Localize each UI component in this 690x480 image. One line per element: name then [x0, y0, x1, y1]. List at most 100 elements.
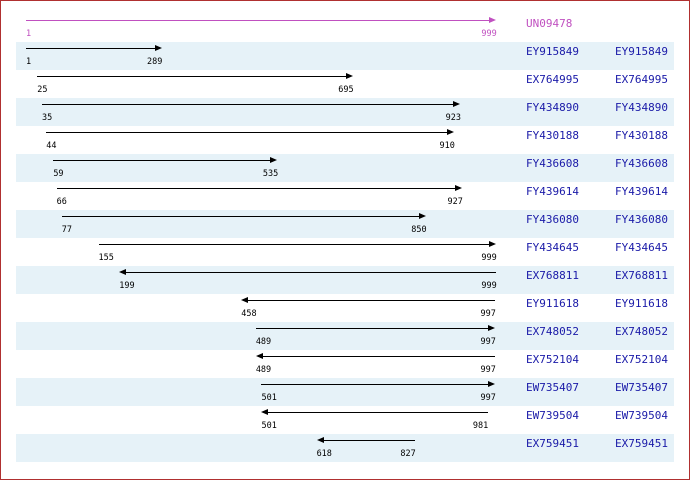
accession-label[interactable]: EW739504 — [526, 409, 579, 422]
end-position: 999 — [481, 281, 497, 291]
accession-label[interactable]: FY434645 — [526, 241, 579, 254]
end-position: 910 — [439, 141, 455, 151]
accession-label[interactable]: EX748052 — [526, 325, 579, 338]
accession-link[interactable]: EY911618 — [615, 297, 668, 310]
arrow-left-icon — [119, 269, 127, 275]
accession-label[interactable]: EX752104 — [526, 353, 579, 366]
start-position: 199 — [119, 281, 135, 291]
alignment-bar — [98, 244, 490, 245]
alignment-row: 489 997 EX752104 EX752104 — [16, 350, 674, 378]
alignment-row: 44 910 FY430188 FY430188 — [16, 126, 674, 154]
accession-link[interactable]: EX748052 — [615, 325, 668, 338]
end-position: 997 — [480, 393, 496, 403]
alignment-row: 59 535 FY436608 FY436608 — [16, 154, 674, 182]
arrow-right-icon — [489, 17, 496, 23]
start-position: 25 — [37, 85, 48, 95]
accession-label[interactable]: EX764995 — [526, 73, 579, 86]
accession-label[interactable]: FY434890 — [526, 101, 579, 114]
end-position: 997 — [480, 309, 496, 319]
start-position: 458 — [241, 309, 257, 319]
alignment-row: 199 999 EX768811 EX768811 — [16, 266, 674, 294]
alignment-bar — [37, 76, 347, 77]
accession-link[interactable]: EX768811 — [615, 269, 668, 282]
start-position: 501 — [261, 393, 277, 403]
alignment-bar — [261, 356, 496, 357]
end-position: 999 — [481, 253, 497, 263]
alignment-bar — [322, 440, 415, 441]
arrow-right-icon — [447, 129, 455, 135]
alignment-bar — [56, 188, 457, 189]
arrow-left-icon — [261, 409, 269, 415]
alignment-bar — [255, 328, 490, 329]
end-position: 695 — [338, 85, 354, 95]
alignment-row: 155 999 FY434645 FY434645 — [16, 238, 674, 266]
accession-link[interactable]: FY439614 — [615, 185, 668, 198]
end-position: 981 — [472, 421, 489, 431]
accession-label[interactable]: EY911618 — [526, 297, 579, 310]
accession-label[interactable]: EX768811 — [526, 269, 579, 282]
alignment-bar — [46, 132, 449, 133]
accession-label[interactable]: EX759451 — [526, 437, 579, 450]
arrow-right-icon — [488, 381, 496, 387]
end-position: 999 — [481, 29, 497, 39]
end-position: 289 — [147, 57, 163, 67]
start-position: 1 — [26, 57, 32, 67]
arrow-right-icon — [489, 241, 496, 247]
accession-link[interactable]: EW735407 — [615, 381, 668, 394]
accession-link[interactable]: EX764995 — [615, 73, 668, 86]
accession-label[interactable]: FY439614 — [526, 185, 579, 198]
end-position: 927 — [447, 197, 463, 207]
start-position: 35 — [42, 113, 53, 123]
arrow-right-icon — [418, 213, 426, 219]
alignment-row: 458 997 EY911618 EY911618 — [16, 294, 674, 322]
alignment-bar — [247, 300, 496, 301]
start-position: 59 — [53, 169, 64, 179]
alignment-row: 1 289 EY915849 EY915849 — [16, 42, 674, 70]
arrow-left-icon — [241, 297, 249, 303]
arrow-right-icon — [154, 45, 162, 51]
accession-label[interactable]: FY436608 — [526, 157, 579, 170]
start-position: 77 — [61, 225, 73, 235]
end-position: 535 — [262, 169, 279, 179]
alignment-row: 501 981 EW739504 EW739504 — [16, 406, 674, 434]
arrow-right-icon — [455, 185, 463, 191]
alignment-row: 501 997 EW735407 EW735407 — [16, 378, 674, 406]
alignment-bar — [26, 20, 490, 21]
accession-link[interactable]: EX759451 — [615, 437, 668, 450]
accession-label[interactable]: FY430188 — [526, 129, 579, 142]
start-position: 501 — [261, 421, 277, 431]
alignment-bar — [42, 104, 455, 105]
alignment-bar — [53, 160, 272, 161]
accession-link[interactable]: EY915849 — [615, 45, 668, 58]
alignment-bar — [267, 412, 488, 413]
accession-link[interactable]: FY434645 — [615, 241, 668, 254]
end-position: 827 — [400, 449, 416, 459]
accession-link[interactable]: EX752104 — [615, 353, 668, 366]
accession-label[interactable]: EY915849 — [526, 45, 579, 58]
accession-link[interactable]: FY434890 — [615, 101, 668, 114]
query-accession: UN09478 — [526, 17, 573, 30]
alignment-bar — [261, 384, 490, 385]
end-position: 997 — [480, 365, 496, 375]
accession-link[interactable]: FY436080 — [615, 213, 668, 226]
arrow-left-icon — [255, 353, 263, 359]
accession-label[interactable]: EW735407 — [526, 381, 579, 394]
accession-link[interactable]: FY430188 — [615, 129, 668, 142]
query-row: 1 999 UN09478 — [16, 14, 674, 42]
accession-link[interactable]: EW739504 — [615, 409, 668, 422]
start-position: 489 — [255, 365, 272, 375]
arrow-right-icon — [345, 73, 353, 79]
accession-link[interactable]: FY436608 — [615, 157, 668, 170]
start-position: 489 — [255, 337, 272, 347]
start-position: 44 — [46, 141, 57, 151]
alignment-bar — [125, 272, 496, 273]
start-position: 155 — [98, 253, 114, 263]
start-position: 1 — [26, 29, 32, 39]
start-position: 618 — [316, 449, 332, 459]
accession-label[interactable]: FY436080 — [526, 213, 579, 226]
alignment-bar — [61, 216, 420, 217]
